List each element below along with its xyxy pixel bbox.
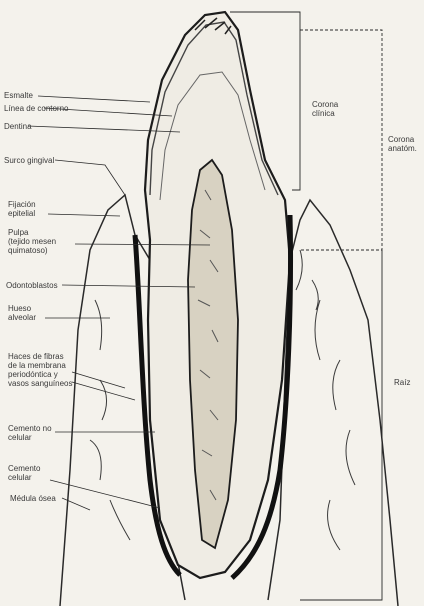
bracket-corona-anatomica: [300, 30, 382, 250]
label-linea-contorno: Línea de contorno: [4, 104, 69, 113]
leader-fijacion: [48, 214, 120, 216]
label-fijacion-epitelial: Fijación epitelial: [8, 200, 36, 218]
leader-cemento-celular: [50, 480, 160, 508]
label-dentina: Dentina: [4, 122, 32, 131]
label-cemento-celular: Cemento celular: [8, 464, 40, 482]
label-corona-clinica: Corona clínica: [312, 100, 338, 118]
label-hueso-alveolar: Hueso alveolar: [8, 304, 36, 322]
label-odontoblastos: Odontoblastos: [6, 281, 58, 290]
label-medula-osea: Médula ósea: [10, 494, 56, 503]
leader-surco-gingival: [55, 160, 125, 195]
label-surco-gingival: Surco gingival: [4, 156, 54, 165]
label-esmalte: Esmalte: [4, 91, 33, 100]
label-corona-anatomica: Corona anatóm.: [388, 135, 417, 153]
leader-medula: [62, 498, 90, 510]
leader-esmalte: [38, 96, 150, 102]
label-raiz: Raíz: [394, 378, 410, 387]
label-haces-fibras: Haces de fibras de la membrana periodónt…: [8, 352, 73, 388]
bracket-raiz: [300, 250, 382, 600]
label-cemento-no-celular: Cemento no celular: [8, 424, 52, 442]
label-pulpa: Pulpa (tejido mesen quimatoso): [8, 228, 56, 255]
